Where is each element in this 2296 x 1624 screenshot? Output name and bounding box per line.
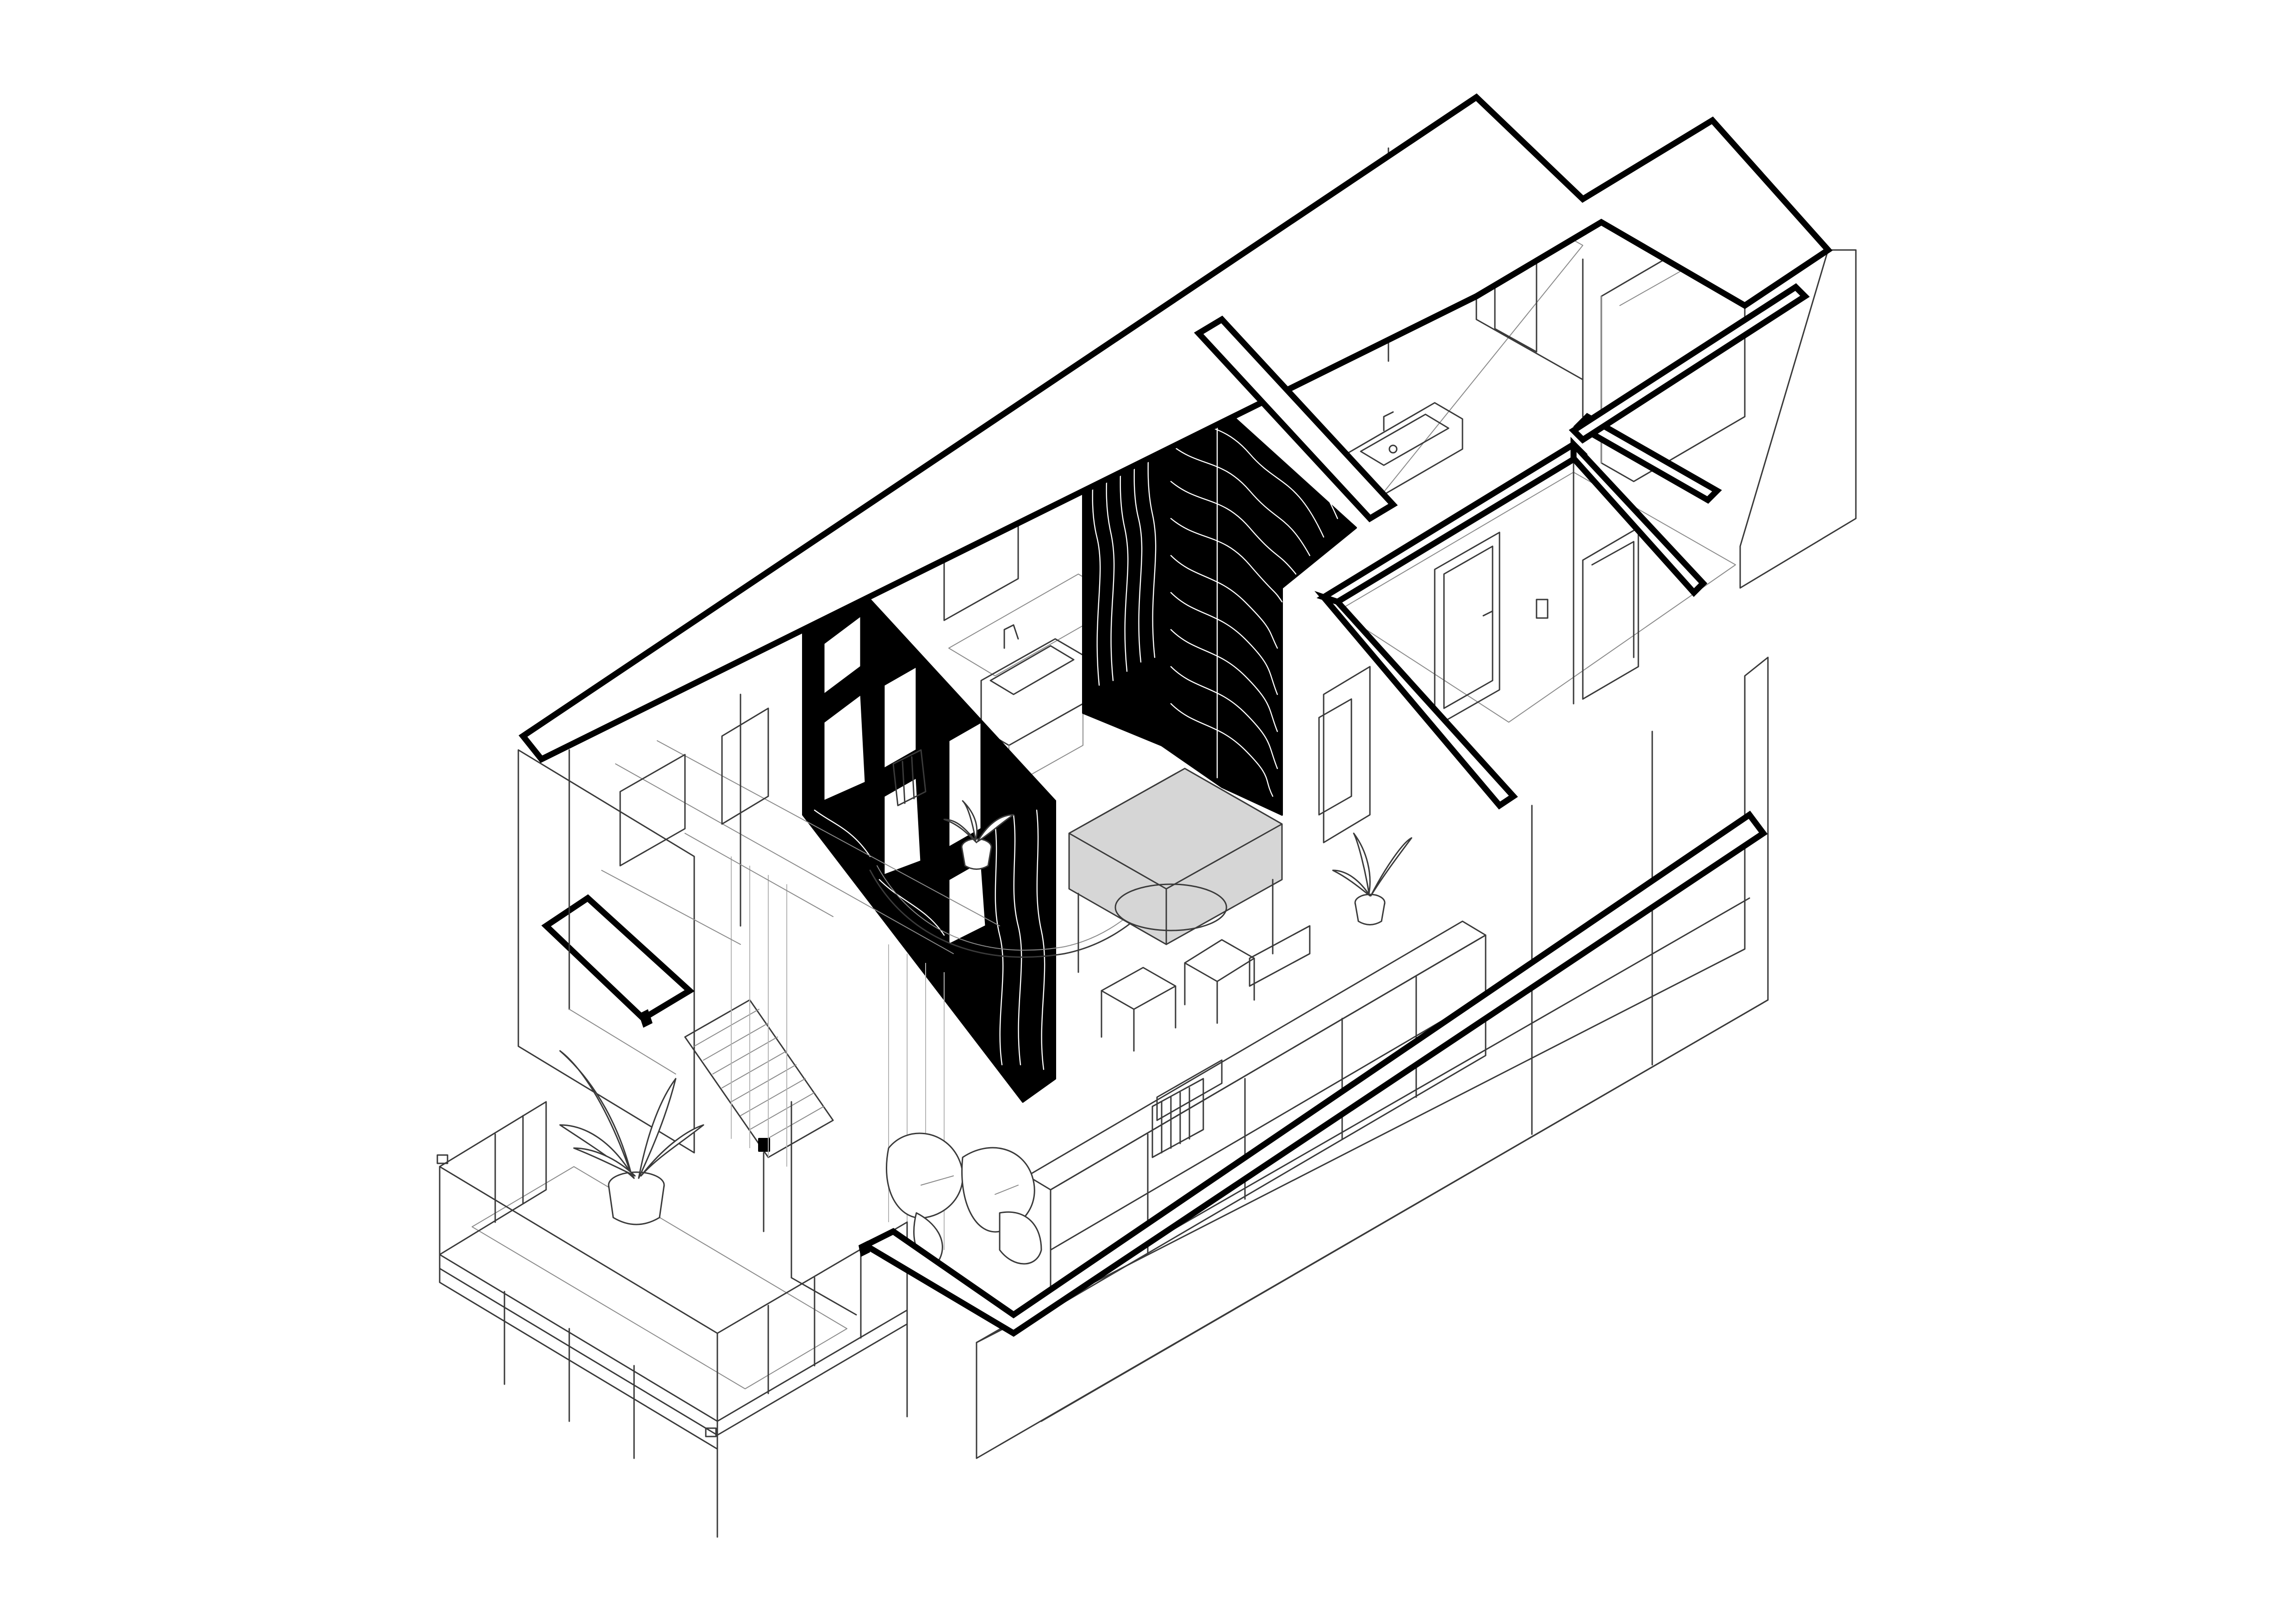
table-rug	[1114, 883, 1227, 931]
shelf-books	[892, 749, 927, 806]
cut-walls	[518, 93, 1833, 1337]
dining-table	[1068, 768, 1283, 973]
shelf-opening-2	[823, 693, 866, 802]
chair-2	[1184, 939, 1255, 982]
balcony-floor	[472, 1166, 847, 1389]
cut-wall-bath-partition	[1194, 315, 1398, 523]
window-left	[619, 754, 686, 867]
cut-wall-bath-inner	[1568, 283, 1810, 444]
balcony-railing-left	[439, 1101, 547, 1255]
bath-sink-basin	[1360, 413, 1450, 466]
window-mid	[721, 707, 769, 825]
chair-1	[1101, 967, 1176, 1010]
entrance-door	[1434, 531, 1500, 728]
low-shelf-books-2	[1249, 925, 1311, 987]
black-bookshelf-divider	[802, 568, 1056, 1103]
balcony	[436, 1101, 908, 1538]
kitchen-tap	[1003, 624, 1019, 649]
low-shelf-books-3	[1151, 1078, 1204, 1158]
interior-walls	[568, 693, 1352, 1316]
window-hall-side	[1318, 698, 1352, 816]
railing-cap-right	[705, 1427, 717, 1437]
bath-exterior-face	[1739, 249, 1857, 589]
low-shelving-unit	[1027, 920, 1487, 1311]
hall-door	[1582, 527, 1639, 700]
cut-wall-front-long	[859, 811, 1768, 1337]
stairs	[684, 999, 834, 1232]
shelf-opening-3	[883, 665, 917, 770]
door-handle	[1482, 610, 1493, 617]
monstera-plant	[886, 1132, 1042, 1265]
vertical-glass-panels	[615, 740, 1000, 1250]
right-exterior-lines	[1040, 999, 1769, 1422]
hall-floor	[1337, 472, 1736, 723]
stair-run	[684, 999, 834, 1158]
bath-tap	[1383, 411, 1394, 431]
cut-wall-hall-front	[1314, 591, 1518, 810]
balcony-plant	[559, 1050, 704, 1225]
right-exterior-face	[976, 656, 1769, 1459]
cut-wall-long-back	[518, 93, 1833, 763]
shelf-front	[1050, 934, 1487, 1311]
chairs	[1101, 939, 1255, 1052]
light-switch	[1536, 599, 1549, 619]
shelf-plant	[943, 800, 1014, 870]
cut-wall-left-stub	[541, 894, 695, 1023]
shelf-opening-4	[883, 776, 922, 876]
railing-cap-left	[436, 1154, 448, 1164]
stair-post	[758, 1138, 770, 1152]
cut-wall-corner-mark	[639, 1009, 653, 1028]
low-shelf-books-1	[1156, 1059, 1223, 1121]
entrance-hall	[1323, 462, 1736, 843]
back-wall-left-face	[517, 749, 695, 1154]
low-shelf-plant	[1332, 832, 1412, 925]
bookshelf-grain	[814, 809, 1045, 1070]
shelf-opening-1	[823, 614, 862, 696]
cut-wall-hall-right	[1570, 437, 1708, 597]
